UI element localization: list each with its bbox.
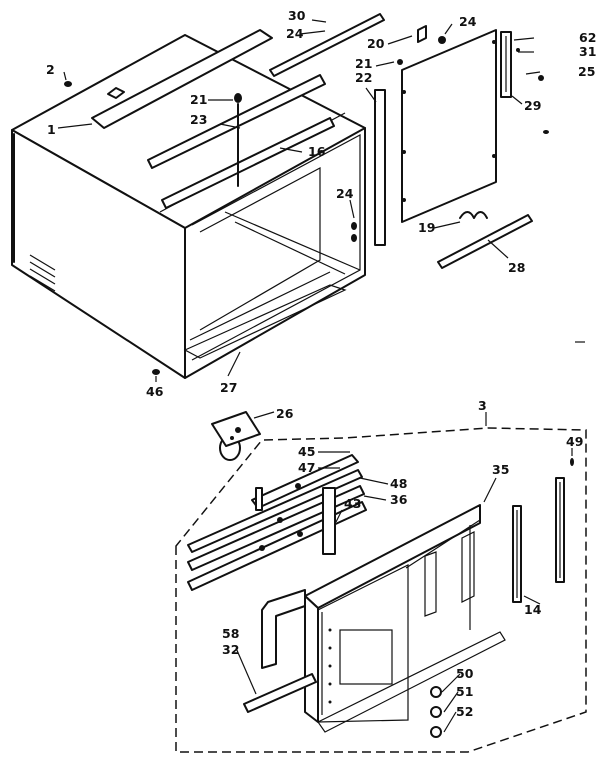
callout-25: 25 <box>578 64 595 79</box>
callout-36: 36 <box>390 492 408 507</box>
top-brace-rails <box>91 13 385 209</box>
callout-45: 45 <box>298 444 315 459</box>
bottom-rail <box>437 214 533 269</box>
callout-21: 21 <box>355 56 372 71</box>
assembly-boundary <box>175 427 587 753</box>
callout-26: 26 <box>276 406 294 421</box>
callout-32: 32 <box>222 642 239 657</box>
side-panel <box>401 29 497 223</box>
panel-hardware <box>397 25 549 219</box>
callout-28: 28 <box>508 260 525 275</box>
callout-50: 50 <box>456 666 474 681</box>
callout-51: 51 <box>456 684 473 699</box>
callout-62: 62 <box>579 30 596 45</box>
callout-20: 20 <box>367 36 385 51</box>
callout-19: 19 <box>418 220 435 235</box>
callout-27: 27 <box>220 380 237 395</box>
callout-24: 24 <box>286 26 304 41</box>
callout-labels: 30 24 20 24 62 31 2 21 22 25 21 23 1 16 … <box>46 8 596 719</box>
rear-bracket <box>243 589 317 713</box>
callout-49: 49 <box>566 434 583 449</box>
callout-22: 22 <box>355 70 372 85</box>
callout-43: 43 <box>344 496 361 511</box>
leader-lines <box>57 19 585 733</box>
callout-21: 21 <box>190 92 207 107</box>
callout-2: 2 <box>46 62 55 77</box>
callout-24: 24 <box>336 186 354 201</box>
callout-52: 52 <box>456 704 473 719</box>
callout-31: 31 <box>579 44 596 59</box>
mount-bracket <box>211 411 261 461</box>
callout-58: 58 <box>222 626 239 641</box>
callout-24: 24 <box>459 14 477 29</box>
callout-47: 47 <box>298 460 315 475</box>
vertical-post <box>374 89 386 246</box>
slide-rods <box>187 454 367 591</box>
cabinet-hardware <box>64 81 357 375</box>
callout-30: 30 <box>288 8 306 23</box>
callout-14: 14 <box>524 602 542 617</box>
callout-29: 29 <box>524 98 541 113</box>
washers <box>430 686 442 738</box>
slide-post <box>322 487 336 555</box>
cabinet-housing <box>11 34 366 379</box>
chassis-frame <box>304 504 506 733</box>
callout-3: 3 <box>478 398 487 413</box>
callout-35: 35 <box>492 462 509 477</box>
callout-48: 48 <box>390 476 407 491</box>
callout-23: 23 <box>190 112 207 127</box>
callout-16: 16 <box>308 144 326 159</box>
side-brackets <box>512 458 574 603</box>
callout-46: 46 <box>146 384 164 399</box>
callout-1: 1 <box>47 122 56 137</box>
